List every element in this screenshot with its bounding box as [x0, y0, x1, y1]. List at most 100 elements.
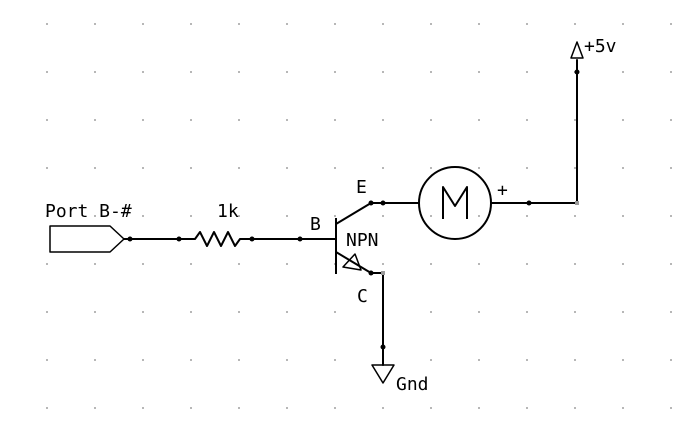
grid-dot [238, 23, 240, 25]
grid-dot [46, 311, 48, 313]
grid-dot [670, 311, 672, 313]
grid-dot [142, 167, 144, 169]
grid-dot [46, 263, 48, 265]
grid-dot [286, 263, 288, 265]
grid-dot [622, 167, 624, 169]
grid-dot [526, 119, 528, 121]
grid-dot [670, 23, 672, 25]
base-label: B [310, 214, 321, 235]
grid-dot [238, 263, 240, 265]
grid-dot [142, 119, 144, 121]
grid-dot [46, 71, 48, 73]
supply-label: +5v [584, 36, 617, 57]
grid-dot [190, 263, 192, 265]
grid-dot [142, 71, 144, 73]
grid-dot [670, 71, 672, 73]
grid-dot [574, 23, 576, 25]
grid-dot [94, 311, 96, 313]
grid-dot [526, 71, 528, 73]
grid-dot [478, 215, 480, 217]
grid-dot [622, 407, 624, 409]
grid-dot [478, 23, 480, 25]
grid-dot [382, 23, 384, 25]
grid-dot [142, 23, 144, 25]
grid-dot [622, 263, 624, 265]
grid-dot [670, 119, 672, 121]
grid-dot [286, 359, 288, 361]
grid-dot [430, 119, 432, 121]
grid-dot [382, 407, 384, 409]
pin-end-collector [381, 271, 385, 275]
motor-icon [418, 166, 492, 240]
grid-dot [670, 215, 672, 217]
grid-dot [478, 263, 480, 265]
grid-dot [238, 359, 240, 361]
grid-dot [430, 359, 432, 361]
grid-dot [46, 119, 48, 121]
grid-dot [286, 23, 288, 25]
node-emitter-wire [380, 200, 386, 206]
grid-dot [670, 263, 672, 265]
node-port [127, 236, 133, 242]
npn-transistor-icon [335, 202, 372, 274]
grid-dot [190, 215, 192, 217]
grid-dot [238, 215, 240, 217]
port-connector-icon [49, 225, 125, 253]
grid-dot [622, 23, 624, 25]
supply-arrow-icon [570, 41, 584, 59]
grid-dot [478, 119, 480, 121]
grid-dot [94, 71, 96, 73]
grid-dot [46, 407, 48, 409]
grid-dot [526, 167, 528, 169]
grid-dot [190, 23, 192, 25]
grid-dot [94, 23, 96, 25]
grid-dot [238, 119, 240, 121]
grid-dot [238, 167, 240, 169]
node-motor-plus [526, 200, 532, 206]
grid-dot [46, 167, 48, 169]
grid-dot [94, 215, 96, 217]
grid-dot [526, 215, 528, 217]
grid-dot [286, 407, 288, 409]
wire-collector-ground [370, 272, 384, 366]
grid-dot [622, 119, 624, 121]
grid-dot [382, 71, 384, 73]
grid-dot [46, 359, 48, 361]
grid-dot [334, 215, 336, 217]
grid-dot [430, 263, 432, 265]
grid-dot [334, 71, 336, 73]
grid-dot [142, 311, 144, 313]
node-resistor-left [176, 236, 182, 242]
grid-dot [430, 71, 432, 73]
grid-dot [334, 311, 336, 313]
grid-dot [430, 407, 432, 409]
grid-dot [478, 71, 480, 73]
grid-dot [94, 167, 96, 169]
grid-dot [670, 359, 672, 361]
grid-dot [574, 359, 576, 361]
node-resistor-right [249, 236, 255, 242]
node-base [297, 236, 303, 242]
motor-polarity-label: + [497, 180, 508, 201]
grid-dot [526, 359, 528, 361]
grid-dot [382, 167, 384, 169]
port-label: Port B-# [45, 201, 132, 222]
grid-dot [334, 119, 336, 121]
grid-dot [574, 167, 576, 169]
ground-triangle-icon [371, 364, 395, 384]
node-ground [380, 344, 386, 350]
grid-dot [238, 407, 240, 409]
grid-dot [142, 407, 144, 409]
grid-dot [286, 119, 288, 121]
grid-dot [238, 311, 240, 313]
grid-dot [670, 407, 672, 409]
grid-dot [190, 359, 192, 361]
grid-dot [574, 263, 576, 265]
grid-dot [190, 407, 192, 409]
grid-dot [574, 119, 576, 121]
grid-dot [622, 215, 624, 217]
grid-dot [142, 263, 144, 265]
grid-dot [334, 407, 336, 409]
grid-dot [286, 311, 288, 313]
grid-dot [190, 311, 192, 313]
